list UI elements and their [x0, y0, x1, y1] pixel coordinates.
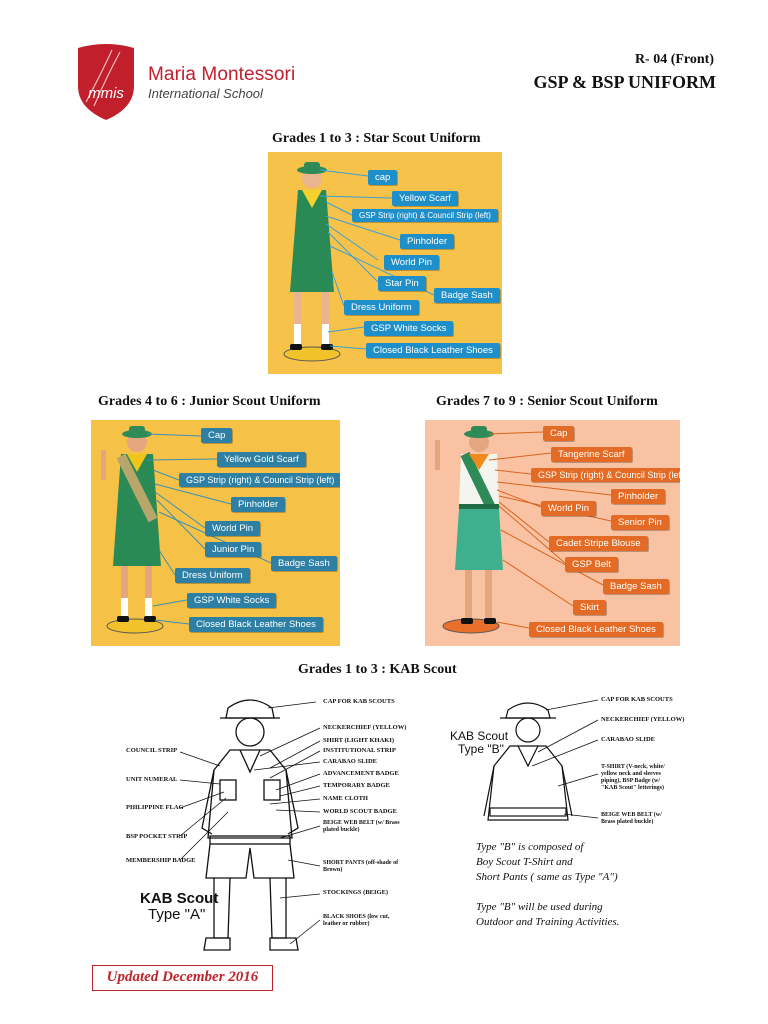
- kab-type-b-figure: [483, 699, 599, 821]
- junior-scout-figure: [101, 426, 272, 634]
- kab-type-a-illustration: CAP for KAB Scouts NECKERCHIEF (Yellow) …: [120, 688, 410, 962]
- kab-b-label-neckerchief: NECKERCHIEF (Yellow): [601, 716, 685, 723]
- kab-b-note-usage: Type "B" will be used during Outdoor and…: [476, 900, 619, 930]
- school-name: Maria Montessori: [148, 64, 296, 85]
- kab-b-caption: KAB Scout Type "B": [450, 730, 508, 756]
- kab-a-label-unit-numeral: UNIT NUMERAL: [126, 776, 178, 783]
- kab-b-note2-line2: Outdoor and Training Activities.: [476, 916, 620, 928]
- kab-a-label-name-cloth: NAME CLOTH: [323, 795, 368, 802]
- kab-section-title: Grades 1 to 3 : KAB Scout: [298, 662, 457, 677]
- junior-label-shoes: Closed Black Leather Shoes: [189, 617, 323, 632]
- kab-a-label-pocket-strip: BSP POCKET STRIP: [126, 833, 188, 840]
- junior-label-cap: Cap: [201, 428, 233, 443]
- junior-label-socks: GSP White Socks: [187, 593, 277, 608]
- star-label-pinholder: Pinholder: [400, 234, 455, 249]
- kab-b-note2-line1: Type "B" will be used during: [476, 901, 603, 913]
- logo-mmis-text: mmis: [88, 85, 124, 102]
- kab-a-label-carabao-slide: CARABAO SLIDE: [323, 758, 377, 765]
- junior-label-scarf: Yellow Gold Scarf: [217, 452, 306, 467]
- senior-label-skirt: Skirt: [573, 600, 606, 615]
- kab-a-label-council-strip: COUNCIL STRIP: [126, 747, 178, 754]
- star-label-strip: GSP Strip (right) & Council Strip (left): [352, 209, 498, 222]
- kab-a-label-temporary-badge: TEMPORARY BADGE: [323, 782, 390, 789]
- kab-a-label-world-scout-badge: WORLD SCOUT BADGE: [323, 808, 397, 815]
- junior-section-title: Grades 4 to 6 : Junior Scout Uniform: [98, 394, 321, 409]
- document-code: R- 04 (Front): [634, 52, 714, 67]
- kab-b-label-tshirt: T-SHIRT (V-neck, white/ yellow neck and …: [601, 764, 665, 791]
- senior-label-blouse: Cadet Stripe Blouse: [549, 536, 648, 551]
- star-label-dress: Dress Uniform: [344, 300, 419, 315]
- senior-label-scarf: Tangerine Scarf: [551, 447, 632, 462]
- senior-label-badge-sash: Badge Sash: [603, 579, 669, 594]
- senior-label-shoes: Closed Black Leather Shoes: [529, 622, 663, 637]
- star-label-world-pin: World Pin: [384, 255, 440, 270]
- updated-date-stamp: Updated December 2016: [92, 965, 273, 991]
- kab-a-caption-line2: Type "A": [148, 906, 206, 923]
- kab-a-label-neckerchief: NECKERCHIEF (Yellow): [323, 724, 407, 731]
- document-title: GSP & BSP UNIFORM: [533, 72, 716, 92]
- kab-a-label-belt: BEIGE WEB BELT (w/ Brass plated buckle): [323, 820, 400, 833]
- kab-b-note1-line3: Short Pants ( same as Type "A"): [476, 871, 618, 883]
- junior-label-pinholder: Pinholder: [231, 497, 286, 512]
- junior-label-world-pin: World Pin: [205, 521, 261, 536]
- kab-a-caption-line1: KAB Scout: [140, 890, 219, 907]
- kab-type-a-figure: [179, 699, 321, 951]
- senior-label-senior-pin: Senior Pin: [611, 515, 669, 530]
- kab-a-label-advancement-badge: ADVANCEMENT BADGE: [323, 770, 399, 777]
- school-subtitle: International School: [148, 86, 263, 101]
- kab-a-label-shirt: SHIRT (Light Khaki): [323, 737, 395, 744]
- senior-label-strip: GSP Strip (right) & Council Strip (left): [531, 468, 680, 482]
- junior-label-junior-pin: Junior Pin: [205, 542, 262, 557]
- kab-a-label-stockings: STOCKINGS (Beige): [323, 889, 389, 896]
- kab-b-note1-line2: Boy Scout T-Shirt and: [476, 856, 573, 868]
- kab-a-label-shoes: BLACK SHOES (low cut, leather or rubber): [323, 914, 390, 927]
- star-section-title: Grades 1 to 3 : Star Scout Uniform: [272, 131, 481, 146]
- star-label-socks: GSP White Socks: [364, 321, 454, 336]
- junior-uniform-photo: Cap Yellow Gold Scarf GSP Strip (right) …: [91, 420, 340, 646]
- kab-a-label-philippine-flag: PHILIPPINE FLAG: [126, 804, 184, 811]
- senior-uniform-photo: Cap Tangerine Scarf GSP Strip (right) & …: [425, 420, 680, 646]
- kab-a-label-institutional-strip: INSTITUTIONAL STRIP: [323, 747, 396, 754]
- senior-label-pinholder: Pinholder: [611, 489, 666, 504]
- junior-label-badge-sash: Badge Sash: [271, 556, 337, 571]
- senior-section-title: Grades 7 to 9 : Senior Scout Uniform: [436, 394, 658, 409]
- star-label-scarf: Yellow Scarf: [392, 191, 458, 206]
- kab-a-label-cap: CAP for KAB Scouts: [323, 698, 395, 705]
- kab-b-note-composition: Type "B" is composed of Boy Scout T-Shir…: [476, 840, 618, 885]
- kab-a-label-short-pants: SHORT PANTS (off-shade of Brown): [323, 860, 399, 873]
- senior-label-world-pin: World Pin: [541, 501, 597, 516]
- kab-type-b-illustration: CAP for KAB Scouts NECKERCHIEF (Yellow) …: [448, 690, 684, 830]
- kab-b-label-cap: CAP for KAB Scouts: [601, 696, 673, 703]
- kab-b-caption-line1: KAB Scout: [450, 729, 509, 743]
- kab-b-caption-line2: Type "B": [458, 742, 504, 756]
- kab-a-label-membership-badge: MEMBERSHIP BADGE: [126, 857, 196, 864]
- senior-label-belt: GSP Belt: [565, 557, 618, 572]
- star-uniform-photo: cap Yellow Scarf GSP Strip (right) & Cou…: [268, 152, 502, 374]
- star-label-star-pin: Star Pin: [378, 276, 426, 291]
- star-label-cap: cap: [368, 170, 398, 185]
- star-label-badge-sash: Badge Sash: [434, 288, 500, 303]
- school-logo: mmis: [78, 44, 134, 120]
- senior-label-cap: Cap: [543, 426, 575, 441]
- junior-label-strip: GSP Strip (right) & Council Strip (left): [179, 473, 340, 487]
- kab-b-label-belt: BEIGE WEB BELT (w/ Brass plated buckle): [601, 812, 662, 825]
- kab-b-note1-line1: Type "B" is composed of: [476, 841, 584, 853]
- star-scout-figure: [283, 162, 435, 362]
- senior-scout-figure: [435, 426, 612, 634]
- junior-label-dress: Dress Uniform: [175, 568, 250, 583]
- kab-a-caption: KAB Scout Type "A": [140, 891, 218, 923]
- star-label-shoes: Closed Black Leather Shoes: [366, 343, 500, 358]
- kab-b-label-carabao-slide: CARABAO SLIDE: [601, 736, 655, 743]
